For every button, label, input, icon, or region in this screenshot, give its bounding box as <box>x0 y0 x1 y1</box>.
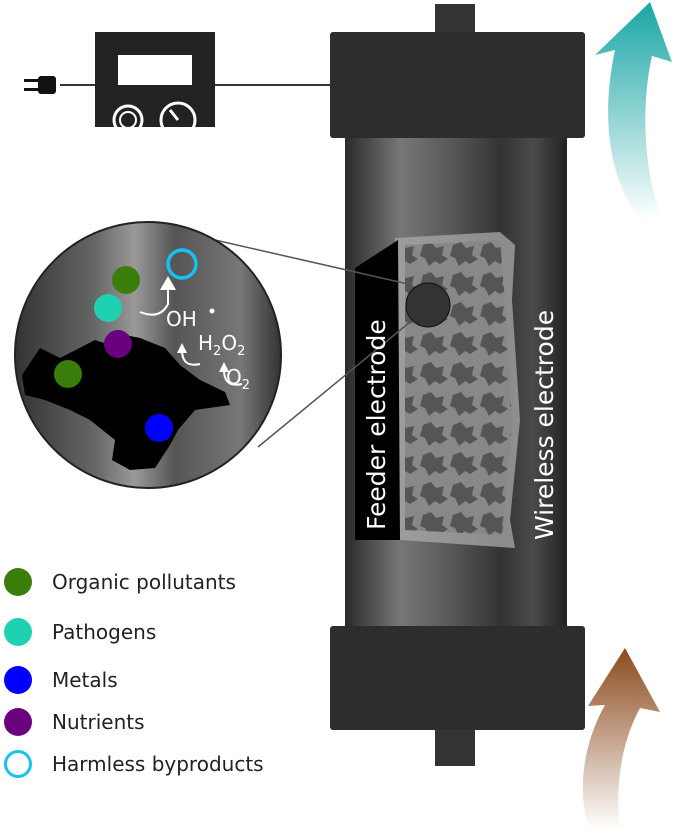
power-controller <box>95 32 215 139</box>
o2-label: O2 <box>226 365 250 393</box>
top-rod <box>435 4 475 34</box>
legend-marker-icon <box>4 666 32 694</box>
legend-marker-icon <box>4 708 32 736</box>
feeder-electrode-label: Feeder electrode <box>362 319 391 530</box>
zoom-spot <box>405 282 451 328</box>
legend-label: Nutrients <box>52 710 145 734</box>
legend-label: Metals <box>52 668 118 692</box>
legend-marker-icon <box>4 750 32 778</box>
bottom-rod <box>435 728 475 766</box>
legend-item: Harmless byproducts <box>4 749 264 779</box>
legend-label: Organic pollutants <box>52 570 236 594</box>
outflow-arrow <box>595 2 672 220</box>
legend-marker-icon <box>4 618 32 646</box>
legend-item: Pathogens <box>4 617 156 647</box>
byproduct-ring <box>166 248 198 280</box>
organic-pollutant-dot <box>112 266 140 294</box>
legend-item: Metals <box>4 665 118 695</box>
arrowheads <box>160 276 229 372</box>
zoomed-electrode-view: OH H2O2 O2 <box>14 221 282 489</box>
h2o2-label: H2O2 <box>198 331 245 359</box>
controller-display <box>118 55 192 85</box>
controller-button <box>112 104 144 136</box>
wireless-electrode-label: Wireless electrode <box>530 310 559 540</box>
legend-item: Nutrients <box>4 707 145 737</box>
legend-marker-icon <box>4 568 32 596</box>
top-cap <box>330 32 585 138</box>
controller-knob <box>159 101 197 139</box>
inflow-arrow <box>582 648 660 830</box>
nutrient-dot <box>104 330 132 358</box>
bottom-cap <box>330 626 585 730</box>
plug-icon <box>24 76 56 94</box>
legend-item: Organic pollutants <box>4 567 236 597</box>
legend-label: Harmless byproducts <box>52 752 264 776</box>
feeder-electrode <box>355 240 400 540</box>
legend-label: Pathogens <box>52 620 157 644</box>
organic-pollutant-dot <box>54 360 82 388</box>
metal-dot <box>145 414 173 442</box>
oh-label: OH <box>166 307 197 331</box>
pathogen-dot <box>94 294 122 322</box>
